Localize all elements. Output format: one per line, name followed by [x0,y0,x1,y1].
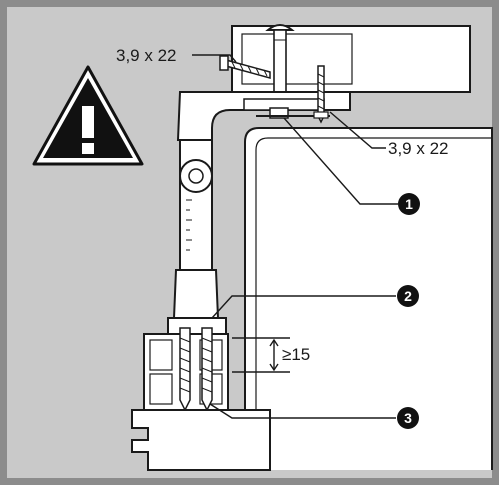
label-screw-top-left: 3,9 x 22 [116,46,177,65]
label-min-distance: ≥15 [282,345,310,364]
adjustable-arm [179,139,213,271]
callout-2-number: 2 [404,288,412,304]
callout-2: 2 [397,285,419,307]
fixing-screws [179,327,213,412]
top-screw [265,24,295,101]
wall-opening [244,127,493,470]
left-screw [219,55,271,79]
callout-1: 1 [398,193,420,215]
warning-icon [32,65,144,166]
label-screw-top-right: 3,9 x 22 [388,139,449,158]
callout-1-number: 1 [405,196,413,212]
right-screw [313,65,329,124]
callout-3-number: 3 [404,410,412,426]
post-housing [167,269,227,335]
callout-3: 3 [397,407,419,429]
leader-lines [192,54,398,419]
threshold-block [131,409,271,471]
ceiling-beam [231,25,471,93]
